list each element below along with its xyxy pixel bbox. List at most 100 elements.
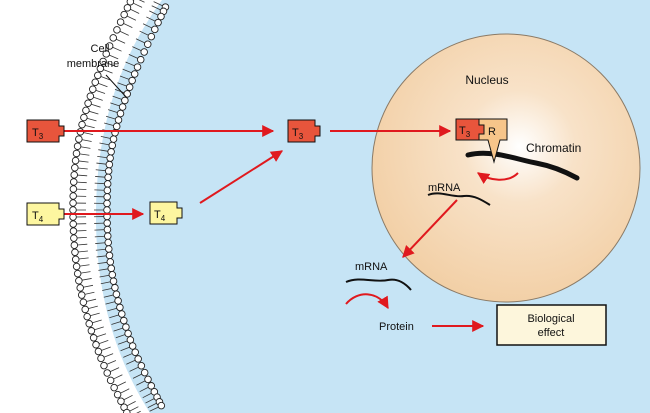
lipid-head: [125, 83, 134, 91]
t3-cytoplasm: T3: [287, 119, 321, 143]
biological-effect-label-line1: Biological: [527, 313, 574, 325]
lipid-tail: [107, 109, 118, 113]
lipid-head: [80, 113, 88, 122]
lipid-tail: [108, 54, 119, 60]
lipid-head: [105, 42, 114, 50]
lipid-tail: [81, 278, 92, 281]
lipid-head: [69, 220, 77, 228]
lipid-tail: [80, 271, 91, 274]
lipid-head: [130, 70, 139, 78]
lipid-tail: [84, 124, 95, 129]
lipid-head: [69, 185, 78, 193]
svg-text:T4: T4: [154, 209, 166, 223]
lipid-head: [69, 227, 78, 235]
lipid-head: [113, 390, 122, 399]
lipid-tail: [96, 162, 107, 165]
lipid-tail: [79, 264, 90, 267]
lipid-tail: [95, 176, 106, 178]
lipid-tail: [119, 30, 129, 36]
lipid-tail: [103, 353, 114, 358]
lipid-head: [116, 18, 125, 26]
lipid-tail: [151, 5, 161, 11]
lipid-tail: [98, 268, 109, 271]
lipid-head: [72, 262, 81, 271]
t3-nuclear-box: [455, 118, 485, 141]
lipid-tail: [106, 360, 117, 365]
lipid-tail: [89, 312, 100, 317]
lipid-tail: [84, 291, 95, 295]
lipid-tail: [88, 305, 98, 310]
lipid-tail: [100, 76, 111, 81]
lipid-head: [112, 290, 121, 298]
lipid-head: [103, 199, 111, 208]
lipid-tail: [126, 359, 136, 365]
lipid-tail: [149, 406, 159, 412]
lipid-tail: [105, 115, 116, 120]
lipid-tail: [125, 61, 135, 67]
lipid-head: [110, 383, 118, 392]
lipid-tail: [153, 1, 163, 7]
lipid-head: [79, 298, 88, 306]
lipid-head: [131, 348, 139, 357]
lipid-head: [96, 64, 105, 73]
lipid-head: [117, 397, 125, 405]
lipid-head: [69, 192, 77, 200]
lipid-head: [123, 408, 131, 413]
t4-cytoplasm-subscript: 4: [161, 214, 166, 223]
lipid-head: [89, 85, 97, 93]
lipid-head: [69, 178, 78, 186]
lipid-head: [109, 135, 118, 143]
lipid-head: [123, 90, 131, 98]
lipid-tail: [123, 353, 133, 358]
lipid-tail: [83, 132, 94, 136]
lipid-tail: [95, 248, 106, 251]
lipid-head: [133, 63, 142, 71]
lipid-head: [89, 334, 98, 342]
lipid-head: [92, 340, 100, 349]
lipid-tail: [99, 142, 110, 146]
protein-label: Protein: [379, 321, 414, 333]
t4-cytoplasm: T4: [149, 201, 183, 225]
lipid-head: [72, 149, 81, 158]
lipid-head: [71, 255, 80, 264]
lipid-head: [78, 120, 86, 129]
lipid-head: [118, 103, 127, 111]
lipid-tail: [96, 333, 107, 338]
lipid-head: [73, 269, 82, 278]
lipid-head: [71, 163, 79, 172]
lipid-head: [105, 245, 113, 253]
t3-extracellular: T3: [26, 119, 65, 143]
lipid-head: [103, 219, 111, 227]
lipid-head: [83, 312, 91, 321]
lipid-head: [104, 167, 113, 175]
lipid-head: [70, 241, 79, 249]
t3-receptor-complex: R T3: [455, 118, 508, 164]
cell-membrane-label-line1: Cell: [91, 43, 110, 55]
lipid-head: [84, 99, 92, 108]
t3-extracellular-subscript: 3: [39, 132, 44, 141]
lipid-tail: [76, 236, 87, 239]
lipid-tail: [145, 398, 155, 404]
t4-extracellular-box: [26, 202, 65, 226]
lipid-head: [136, 55, 145, 64]
t4-cytoplasm-box: [149, 201, 183, 225]
chromatin-label: Chromatin: [526, 141, 581, 155]
lipid-tail: [103, 294, 114, 298]
lipid-tail: [116, 381, 126, 387]
biological-effect-box: [496, 304, 607, 346]
lipid-tail: [132, 2, 143, 8]
lipid-head: [103, 206, 111, 214]
svg-text:T3: T3: [292, 127, 304, 141]
lipid-tail: [109, 367, 120, 373]
lipid-head: [94, 71, 102, 80]
lipid-head: [103, 180, 112, 188]
lipid-head: [104, 173, 112, 182]
lipid-tail: [78, 257, 89, 260]
lipid-tail: [120, 388, 130, 394]
lipid-head: [105, 251, 114, 260]
lipid-head: [75, 276, 83, 285]
lipid-tail: [90, 103, 101, 108]
lipid-head: [108, 141, 117, 150]
lipid-head: [121, 96, 129, 105]
lipid-head: [86, 92, 95, 100]
